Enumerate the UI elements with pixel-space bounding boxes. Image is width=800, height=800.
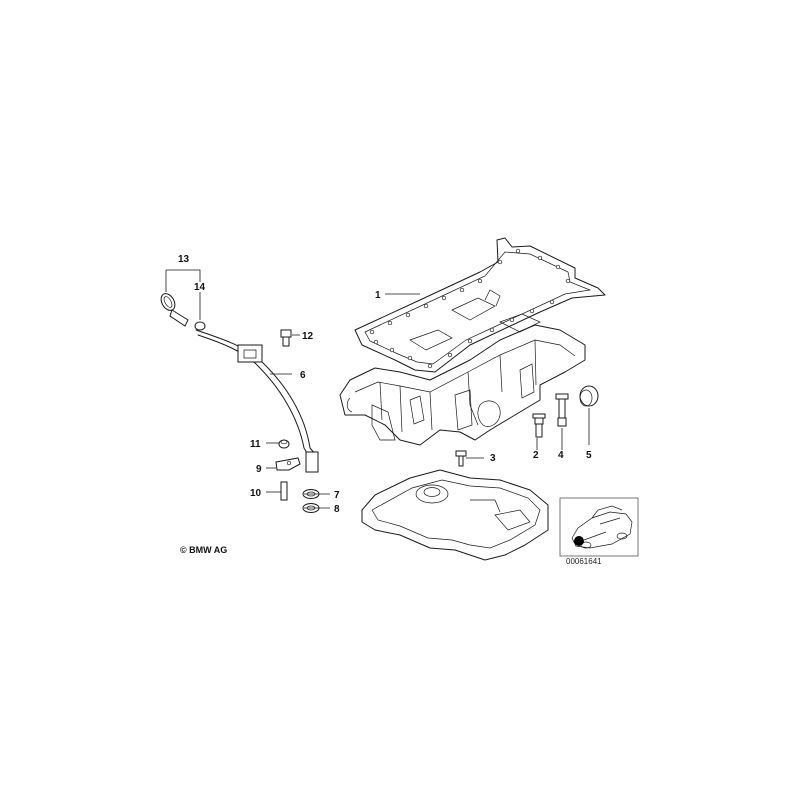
upper-oil-pan: [339, 289, 586, 446]
callout-6: 6: [300, 370, 306, 381]
o-ring-11: [278, 439, 290, 449]
callout-12: 12: [302, 331, 314, 342]
bolt-2: [532, 413, 546, 438]
callout-14: 14: [194, 282, 206, 293]
reference-number: 00061641: [566, 557, 602, 566]
callout-8: 8: [334, 504, 340, 515]
oil-dipstick: [160, 293, 206, 331]
callout-10: 10: [250, 488, 262, 499]
callout-7: 7: [334, 490, 340, 501]
drain-plug: [579, 385, 599, 407]
callout-1: 1: [375, 290, 381, 301]
callout-13: 13: [178, 254, 190, 265]
sleeve-10: [280, 481, 288, 501]
oil-pan-gasket: [354, 237, 606, 373]
bracket-9: [275, 457, 301, 471]
callout-9: 9: [256, 464, 262, 475]
screw-3: [455, 450, 467, 467]
screw-12: [280, 329, 292, 347]
callout-3: 3: [490, 453, 496, 464]
dipstick-guide-tube: [195, 329, 319, 473]
callout-11: 11: [250, 439, 261, 450]
location-dot: [574, 536, 584, 546]
callout-2: 2: [533, 450, 539, 461]
callout-5: 5: [586, 450, 592, 461]
vehicle-location-inset: 00061641: [559, 497, 639, 566]
lower-oil-pan: [361, 469, 549, 561]
copyright-label: © BMW AG: [180, 545, 228, 555]
callout-labels: 1 2 3 4 5 6 7 8 9 10 11 12 13 14: [178, 254, 592, 515]
leader-lines: [165, 269, 590, 509]
bolt-4: [555, 393, 569, 427]
callout-4: 4: [558, 450, 564, 461]
